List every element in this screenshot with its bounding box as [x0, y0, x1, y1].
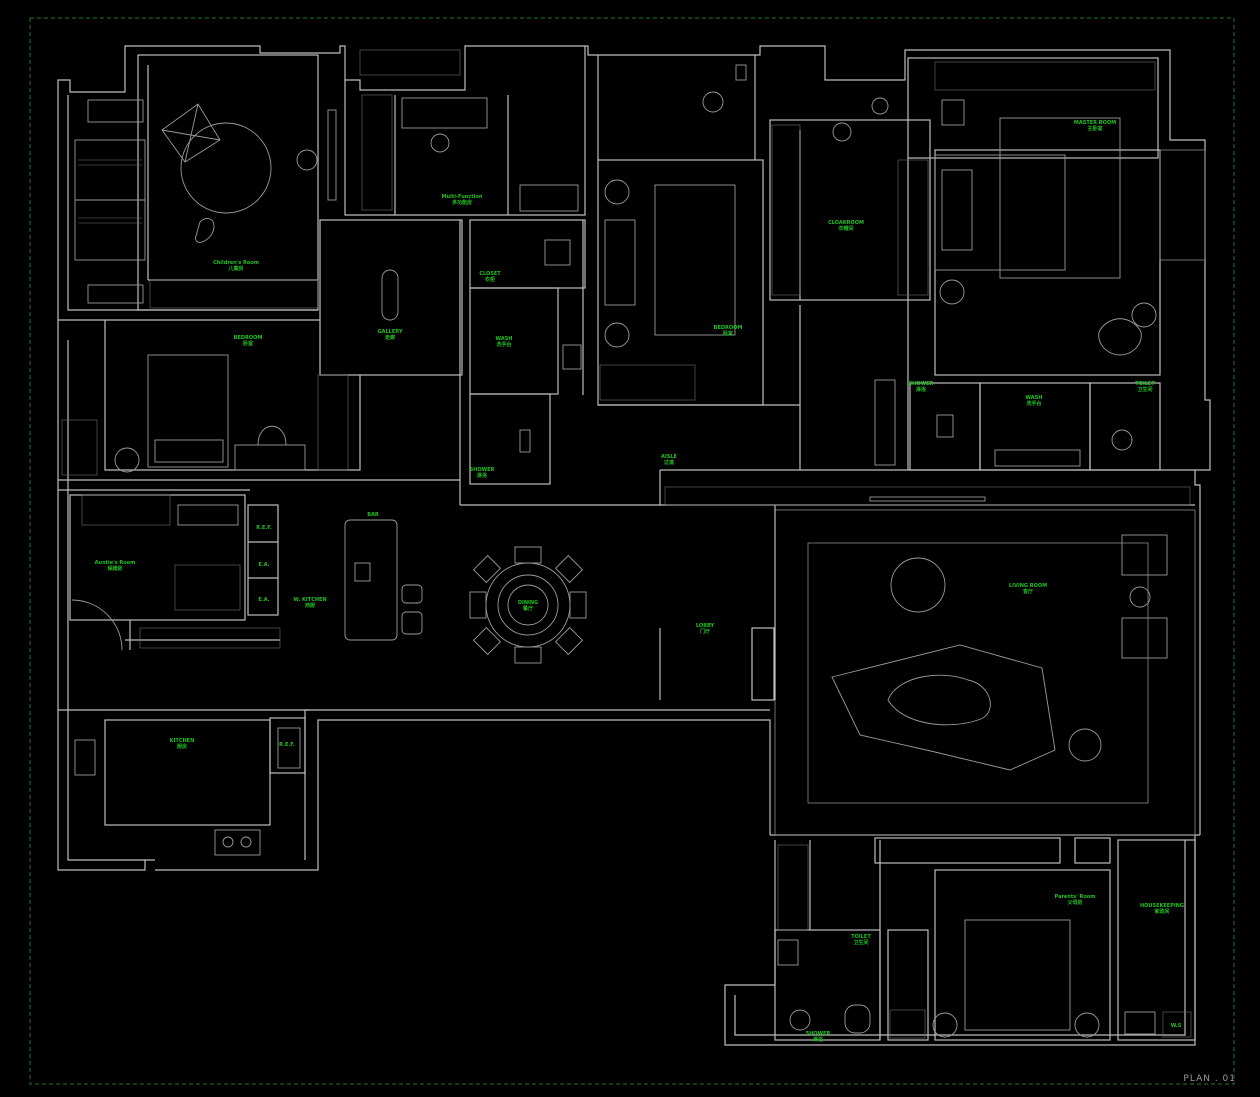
room-label-toilet-3: TOILET: [851, 934, 871, 940]
room-label-bar: BAR: [367, 512, 379, 518]
plan-title: PLAN . 01: [1183, 1074, 1236, 1084]
tag-ea-1: E.A.: [258, 562, 269, 568]
room-sub-living-room: 客厅: [1022, 588, 1033, 595]
tag-ref-2: R.E.F.: [279, 742, 295, 748]
room-label-wash-1: WASH: [496, 336, 513, 342]
room-label-shower-1: SHOWER: [470, 467, 495, 473]
dining-table: [469, 546, 587, 664]
tag-ref-1: R.E.F.: [256, 525, 272, 531]
room-sub-wash-1: 洗手台: [496, 341, 511, 348]
room-sub-closet: 衣柜: [485, 276, 495, 283]
room-label-lobby: LOBBY: [696, 623, 715, 629]
room-sub-housekeeping: 家政间: [1154, 908, 1169, 915]
room-sub-multi-function: 多功能房: [452, 199, 472, 206]
room-sub-aisle: 过道: [664, 459, 674, 466]
room-sub-wash-2: 洗手台: [1026, 400, 1041, 407]
room-label-parents-room: Parents' Room: [1055, 894, 1096, 900]
tag-ea-2: E.A.: [258, 597, 269, 603]
room-sub-childrens-room: 儿童房: [227, 265, 243, 272]
room-sub-w-kitchen: 西厨: [305, 602, 315, 609]
room-label-aisle: AISLE: [661, 454, 678, 460]
room-sub-toilet-2: 卫生间: [1137, 386, 1152, 393]
room-sub-gallery: 走廊: [384, 334, 395, 341]
room-sub-shower-3: 淋浴: [813, 1036, 824, 1043]
room-label-wash-2: WASH: [1026, 395, 1043, 401]
room-sub-parents-room: 父母房: [1066, 899, 1082, 906]
room-label-dining: DINING: [518, 600, 538, 606]
room-label-aunties-room: Auntie's Room: [95, 560, 136, 566]
room-label-multi-function: Multi-Function: [442, 194, 483, 200]
room-label-kitchen: KITCHEN: [170, 738, 195, 744]
room-label-closet: CLOSET: [479, 271, 501, 277]
room-label-childrens-room: Children's Room: [213, 260, 259, 266]
room-sub-toilet-3: 卫生间: [853, 939, 868, 946]
room-sub-dining: 餐厅: [522, 605, 533, 612]
room-sub-shower-1: 淋浴: [477, 472, 488, 479]
room-label-gallery: GALLERY: [378, 329, 403, 335]
room-label-toilet-2: TOILET: [1135, 381, 1155, 387]
room-sub-aunties-room: 保姆房: [106, 565, 122, 572]
room-label-cloakroom: CLOAKROOM: [828, 220, 864, 226]
room-label-bedroom-1: BEDROOM: [234, 335, 263, 341]
room-label-master-room: MASTER ROOM: [1074, 120, 1116, 126]
room-sub-bedroom-2: 卧室: [723, 330, 733, 337]
room-sub-kitchen: 厨房: [177, 743, 187, 750]
room-label-bedroom-2: BEDROOM: [714, 325, 743, 331]
room-label-shower-3: SHOWER: [806, 1031, 831, 1037]
room-sub-cloakroom: 衣帽间: [838, 225, 853, 232]
room-label-wash-3: W.S: [1171, 1023, 1182, 1029]
room-sub-master-room: 主卧室: [1087, 125, 1102, 132]
room-labels: Children's Room 儿童房 Multi-Function 多功能房 …: [95, 120, 1184, 1043]
room-label-shower-2: SHOWER: [909, 381, 934, 387]
room-sub-lobby: 门厅: [700, 628, 710, 635]
room-label-housekeeping: HOUSEKEEPING: [1140, 903, 1184, 909]
room-label-w-kitchen: W. KITCHEN: [293, 597, 326, 603]
furniture: [61, 49, 1206, 1039]
room-sub-bedroom-1: 卧室: [243, 340, 253, 347]
drawing-frame: [29, 17, 1235, 1085]
room-sub-shower-2: 淋浴: [916, 386, 927, 393]
room-label-living-room: LIVING ROOM: [1009, 583, 1047, 589]
